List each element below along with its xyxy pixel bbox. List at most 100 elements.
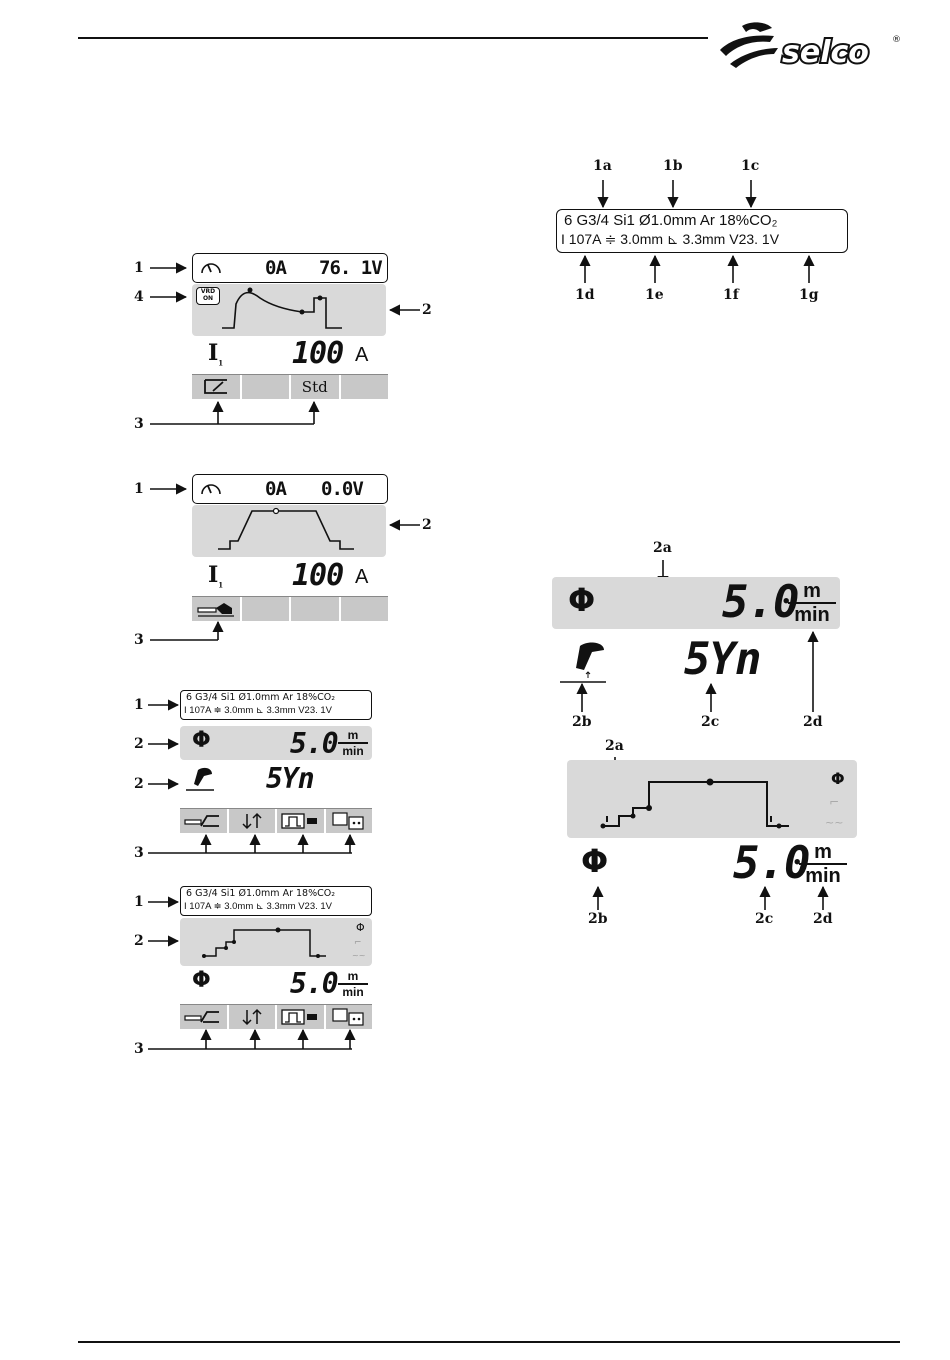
callout-1: 1 xyxy=(134,697,144,713)
waveform-graph: Φ ⌐ ~~ xyxy=(600,769,845,829)
softkey-pulse[interactable] xyxy=(277,809,326,833)
syn-readout: 5Yn xyxy=(266,762,315,795)
info-line-1: 6 G3/4 Si1 Ø1.0mm Ar 18%CO₂ xyxy=(186,888,336,899)
softkey-pulse[interactable] xyxy=(277,1005,326,1029)
torch-icon: ⌐ xyxy=(829,795,839,809)
voltage-readout: 76. 1V xyxy=(319,257,383,279)
param-symbol: I1 xyxy=(208,562,224,590)
mode-row: 5Yn xyxy=(180,762,372,796)
callout-1: 1 xyxy=(134,481,144,497)
voltage-readout: 0.0V xyxy=(321,478,364,500)
softkey-process[interactable] xyxy=(180,1005,229,1029)
param-row: I1 100 A xyxy=(192,558,388,593)
param-unit: A xyxy=(355,566,369,588)
pulse-icon xyxy=(281,813,318,829)
param-value: 100 xyxy=(292,336,344,371)
process-icon xyxy=(184,815,220,827)
softkey-process[interactable] xyxy=(192,597,242,621)
speed-value: 5.0 xyxy=(733,838,810,889)
callout-1: 1 xyxy=(134,260,144,276)
callout-1b: 1b xyxy=(663,158,683,174)
info-line-1: 6 G3/4 Si1 Ø1.0mm Ar 18%CO₂ xyxy=(186,692,336,703)
wire-feed-icon: Φ xyxy=(581,842,609,880)
info-line-2: I 107A ≑ 3.0mm ⊾ 3.3mm V23. 1V xyxy=(561,231,780,247)
softkey-program[interactable] xyxy=(326,1005,373,1029)
process-icon xyxy=(184,1011,220,1023)
callout-2: 2 xyxy=(422,302,432,318)
program-icon xyxy=(332,1008,364,1026)
callout-2: 2 xyxy=(134,933,144,949)
syn-readout: 5Yn xyxy=(684,634,761,685)
status-strip: 0A 0.0V xyxy=(192,474,388,504)
brand-logo: selco ® xyxy=(712,18,902,72)
param-unit: A xyxy=(355,344,369,366)
updown-icon xyxy=(242,812,262,830)
softkey-updown[interactable] xyxy=(229,809,277,833)
softkey-3[interactable] xyxy=(291,597,341,621)
mode-row: 5Yn xyxy=(552,634,842,690)
torch-icon xyxy=(560,642,606,683)
info-strip: 6 G3/4 Si1 Ø1.0mm Ar 18%CO₂ I 107A ≑ 3.0… xyxy=(556,209,848,253)
softkey-process[interactable] xyxy=(180,809,229,833)
stick-electrode-icon xyxy=(197,603,234,617)
softkey-2[interactable] xyxy=(242,375,291,399)
info-line-2: I 107A ≑ 3.0mm ⊾ 3.3mm V23. 1V xyxy=(184,901,332,912)
param-value: 100 xyxy=(292,558,344,593)
info-strip: 6 G3/4 Si1 Ø1.0mm Ar 18%CO₂ I 107A ≑ 3.0… xyxy=(180,690,372,720)
speed-value: 5.0 xyxy=(290,727,339,760)
wire-feed-icon: Φ xyxy=(568,581,596,619)
speed-value: 5.0 xyxy=(290,967,339,1000)
program-icon xyxy=(332,812,364,830)
callout-1a: 1a xyxy=(593,158,612,174)
callout-1g: 1g xyxy=(799,287,819,303)
softkey-std[interactable]: Std xyxy=(291,375,341,399)
callout-1d: 1d xyxy=(575,287,595,303)
softkey-updown[interactable] xyxy=(229,1005,277,1029)
callout-2: 2 xyxy=(422,517,432,533)
waveform-graph xyxy=(218,507,354,550)
param-symbol: I1 xyxy=(208,340,224,368)
softkey-bar: Std xyxy=(192,374,388,399)
softkey-2[interactable] xyxy=(242,597,291,621)
callout-1c: 1c xyxy=(741,158,760,174)
softkey-4[interactable] xyxy=(341,597,389,621)
softkey-4[interactable] xyxy=(341,375,389,399)
waveform-graph: Φ ⌐ ~~ xyxy=(202,921,365,960)
wire-feed-icon: Φ xyxy=(192,968,211,993)
gauge-icon xyxy=(201,263,221,274)
callout-2c: 2c xyxy=(755,911,774,927)
callout-2a: 2 xyxy=(134,736,144,752)
callout-2d: 2d xyxy=(813,911,833,927)
footer-rule xyxy=(78,1341,900,1343)
softkey-program[interactable] xyxy=(326,809,373,833)
softkey-bar xyxy=(180,1004,372,1029)
softkey-bar xyxy=(180,808,372,833)
wire-feed-icon: Φ xyxy=(356,921,365,934)
callout-2b: 2b xyxy=(588,911,608,927)
callout-2c: 2c xyxy=(701,714,720,730)
callout-4: 4 xyxy=(134,289,144,305)
waveform-graph xyxy=(222,287,342,329)
pulse-icon: ~~ xyxy=(352,951,365,960)
wire-feed-icon: Φ xyxy=(192,728,211,753)
callout-2d: 2d xyxy=(803,714,823,730)
softkey-process[interactable] xyxy=(192,375,242,399)
callout-1e: 1e xyxy=(645,287,664,303)
callout-2b: 2 xyxy=(134,776,144,792)
waveform-panel xyxy=(192,505,386,557)
selco-logo-icon: selco ® xyxy=(720,22,901,72)
callout-2a: 2a xyxy=(653,540,672,556)
pulse-icon: ~~ xyxy=(825,816,843,829)
gauge-icon xyxy=(201,484,221,495)
header-rule xyxy=(78,37,708,39)
